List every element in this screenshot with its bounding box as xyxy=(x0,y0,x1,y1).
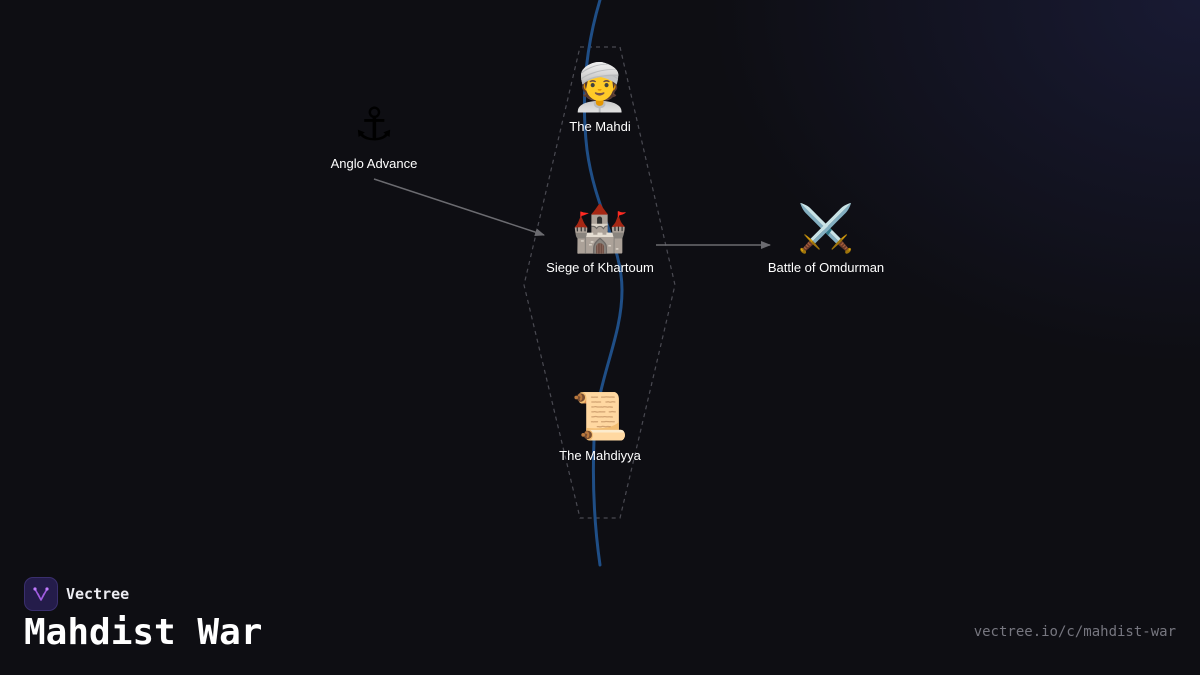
node-label: The Mahdi xyxy=(569,119,631,134)
turban-person-icon: 👳 xyxy=(571,60,629,114)
node-siege-of-khartoum[interactable]: 🏰 Siege of Khartoum xyxy=(500,200,700,275)
brand-name: Vectree xyxy=(66,585,130,603)
castle-icon: 🏰 xyxy=(571,201,629,255)
node-the-mahdiyya[interactable]: 📜 The Mahdiyya xyxy=(500,388,700,463)
river-line xyxy=(582,0,624,567)
group-outline xyxy=(523,46,676,519)
node-anglo-advance[interactable]: ⚓ Anglo Advance xyxy=(274,96,474,171)
brand[interactable]: Vectree xyxy=(24,577,129,611)
scroll-icon: 📜 xyxy=(571,389,629,443)
node-label: The Mahdiyya xyxy=(559,448,641,463)
page-title: Mahdist War xyxy=(24,612,263,653)
node-battle-of-omdurman[interactable]: ⚔️ Battle of Omdurman xyxy=(726,200,926,275)
node-label: Siege of Khartoum xyxy=(546,260,654,275)
node-label: Anglo Advance xyxy=(330,156,418,171)
node-the-mahdi[interactable]: 👳 The Mahdi xyxy=(500,59,700,134)
vectree-logo-icon xyxy=(24,577,58,611)
crossed-swords-icon: ⚔️ xyxy=(797,201,855,255)
anchor-icon: ⚓ xyxy=(353,97,395,151)
node-label: Battle of Omdurman xyxy=(767,260,885,275)
edge-anglo-khartoum xyxy=(373,178,545,236)
page-url[interactable]: vectree.io/c/mahdist-war xyxy=(973,624,1176,640)
